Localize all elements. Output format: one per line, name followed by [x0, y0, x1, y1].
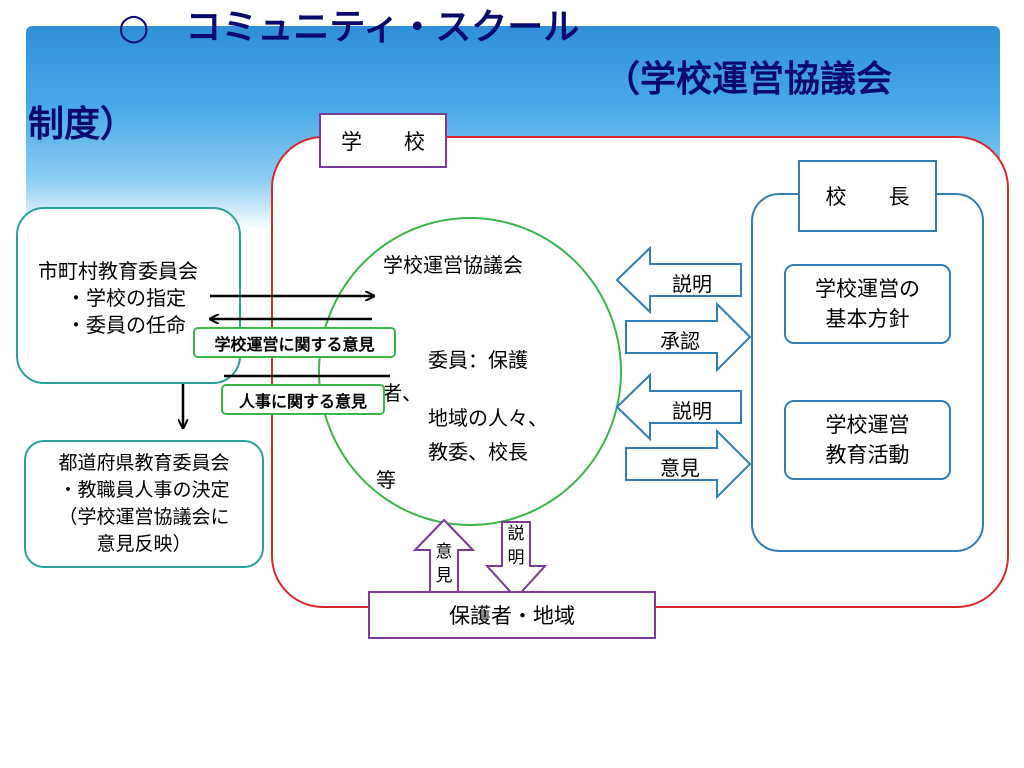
- explain-arrow-1: [615, 245, 742, 315]
- explain-arrow-2: [615, 372, 742, 442]
- up-opinion-char2: 見: [435, 566, 453, 586]
- prefectural-board-title: 都道府県教育委員会: [58, 452, 230, 474]
- approve-arrow: [625, 301, 752, 373]
- council-circle: [318, 217, 622, 526]
- council-members-5: 等: [376, 468, 396, 492]
- school-ops-opinion-label: 学校運営に関する意見: [193, 327, 396, 358]
- municipal-designation: ・学校の指定: [66, 286, 186, 310]
- prefectural-personnel: ・教職員人事の決定: [58, 479, 230, 501]
- page-title-line3: 制度）: [28, 104, 137, 145]
- page-title-line2: （学校運営協議会: [604, 59, 893, 100]
- school-activities-line1: 学校運営: [825, 413, 910, 437]
- page-title: ○ コミュニティ・スクール: [118, 7, 580, 48]
- council-members-3: 地域の人々、: [428, 406, 548, 430]
- personnel-opinion-label: 人事に関する意見: [221, 384, 385, 415]
- down-explain-arrow: [484, 521, 548, 600]
- down-explain-label: 説 明: [506, 522, 526, 570]
- opinion-block-arrow: [625, 428, 752, 500]
- up-opinion-label: 意 見: [434, 540, 454, 588]
- down-explain-char1: 説: [507, 524, 525, 544]
- council-members-2: 者、: [382, 381, 422, 405]
- school-ops-opinion-text: 学校運営に関する意見: [214, 334, 375, 354]
- municipal-board-title: 市町村教育委員会: [38, 259, 198, 283]
- down-explain-char2: 明: [507, 548, 525, 568]
- up-opinion-arrow: [412, 518, 476, 595]
- principal-region: [751, 193, 984, 552]
- school-label-text: 学 校: [341, 129, 425, 154]
- prefectural-reflect-2: 意見反映）: [96, 533, 192, 555]
- council-members-1: 委員：保護: [428, 348, 528, 372]
- personnel-opinion-text: 人事に関する意見: [238, 391, 367, 411]
- prefectural-reflect-1: （学校運営協議会に: [58, 506, 230, 528]
- basic-policy-line1: 学校運営の: [815, 277, 920, 301]
- up-opinion-char1: 意: [435, 542, 453, 562]
- school-label: 学 校: [319, 113, 447, 168]
- principal-label-text: 校 長: [825, 185, 910, 209]
- explain-label-1: 説明: [672, 272, 712, 296]
- basic-policy-line2: 基本方針: [825, 307, 910, 331]
- council-members-4: 教委、校長: [428, 440, 528, 464]
- explain-label-2: 説明: [672, 399, 712, 423]
- school-activities-box: 学校運営 教育活動: [784, 400, 951, 480]
- principal-label: 校 長: [798, 160, 937, 232]
- opinion-label: 意見: [660, 456, 700, 480]
- community-label: 保護者・地域: [449, 604, 575, 628]
- approve-label: 承認: [660, 329, 700, 353]
- school-activities-line2: 教育活動: [825, 443, 910, 467]
- community-box: 保護者・地域: [368, 591, 656, 639]
- prefectural-board-box: 都道府県教育委員会 ・教職員人事の決定 （学校運営協議会に 意見反映）: [24, 440, 264, 568]
- municipal-appointment: ・委員の任命: [66, 313, 186, 337]
- council-title: 学校運営協議会: [383, 253, 523, 277]
- basic-policy-box: 学校運営の 基本方針: [784, 264, 951, 344]
